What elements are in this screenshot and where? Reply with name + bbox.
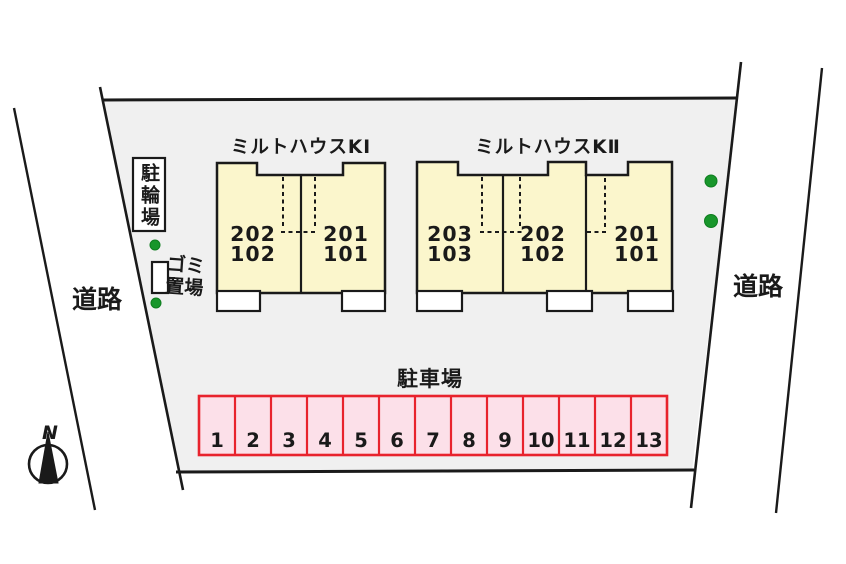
road-label-right: 道路 xyxy=(732,272,783,301)
entrance-porch xyxy=(415,289,464,313)
parking-stall-number: 12 xyxy=(599,429,627,452)
site-boundary-top xyxy=(102,96,739,102)
entrance-porch xyxy=(545,289,594,313)
parking-stall-number: 2 xyxy=(246,429,260,452)
site-boundary-right xyxy=(689,61,743,509)
tree-dot-icon xyxy=(150,297,162,309)
entrance-porch xyxy=(626,289,675,313)
parking-stall-number: 9 xyxy=(498,429,512,452)
parking-stall-number: 7 xyxy=(426,429,440,452)
parking-lot-outline xyxy=(197,394,669,457)
site-boundary-left xyxy=(98,86,185,491)
parking-stall-number: 10 xyxy=(527,429,555,452)
road-line-left xyxy=(12,107,97,511)
site-boundary-bottom xyxy=(175,468,695,474)
parking-stall-number: 11 xyxy=(563,429,591,452)
north-label: N xyxy=(42,422,58,444)
parking-stall-number: 1 xyxy=(210,429,224,452)
tree-dot-icon xyxy=(704,214,718,228)
building-k2-title: ミルトハウスKⅡ xyxy=(475,137,621,158)
unit-label-k2-202-102: 202 102 xyxy=(520,222,566,266)
entrance-porch xyxy=(340,289,387,313)
unit-label-k1-201-101: 201 101 xyxy=(323,222,369,266)
entrance-porch xyxy=(215,289,262,313)
parking-stall-number: 5 xyxy=(354,429,368,452)
road-line-right xyxy=(774,67,824,514)
bicycle-parking-box xyxy=(131,156,167,233)
parking-stall-number: 6 xyxy=(390,429,404,452)
garbage-area-label: ゴミ 置場 xyxy=(164,253,206,300)
building-k1-title: ミルトハウスKⅠ xyxy=(230,137,372,158)
parking-stall-number: 8 xyxy=(462,429,476,452)
tree-dot-icon xyxy=(149,239,161,251)
parking-stall-number: 13 xyxy=(635,429,663,452)
tree-dot-icon xyxy=(704,174,718,188)
unit-label-k2-201-101: 201 101 xyxy=(614,222,660,266)
road-label-left: 道路 xyxy=(71,285,122,314)
bicycle-parking-label: 駐輪場 xyxy=(138,163,160,229)
parking-stall-number: 3 xyxy=(282,429,296,452)
parking-lot-label: 駐車場 xyxy=(397,367,463,391)
unit-label-k1-202-102: 202 102 xyxy=(230,222,276,266)
parking-stall-number: 4 xyxy=(318,429,332,452)
north-arrow-needle-icon xyxy=(38,431,59,484)
unit-label-k2-203-103: 203 103 xyxy=(427,222,473,266)
